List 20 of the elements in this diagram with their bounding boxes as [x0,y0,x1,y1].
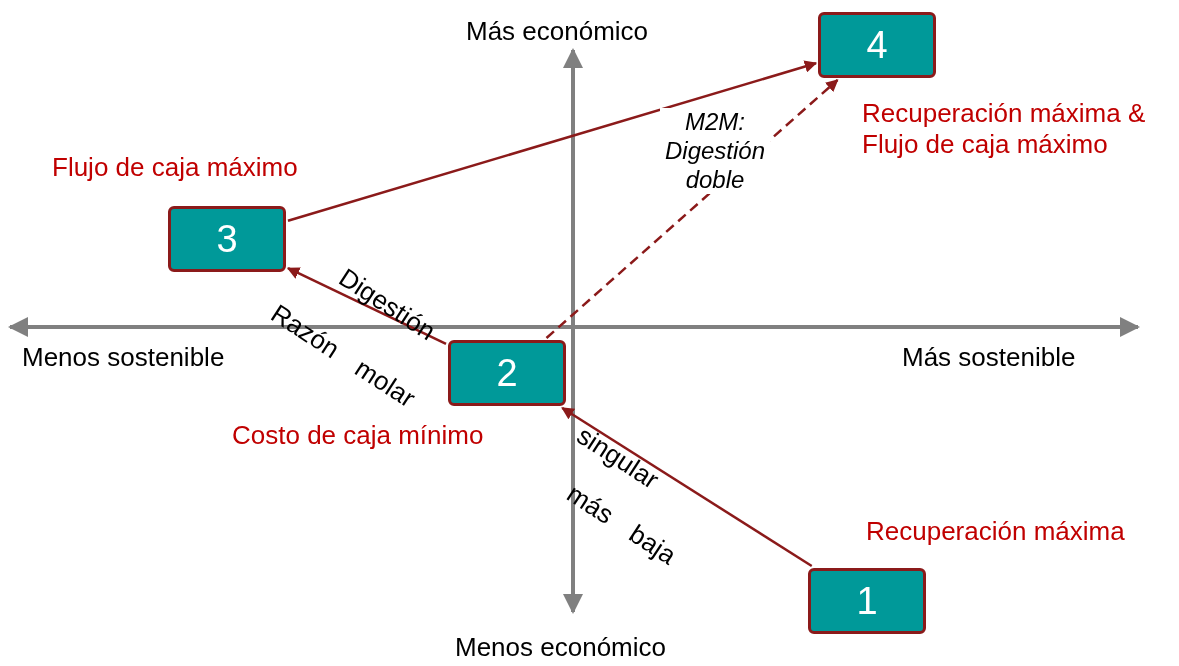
box-number: 4 [866,23,888,67]
arrow [287,60,818,222]
arrow [286,267,447,345]
box-number: 3 [216,217,238,261]
node-caption: Recuperación máxima [866,516,1126,548]
axis-label: Menos económico [455,632,666,663]
axis-label: Menos sostenible [22,342,225,373]
arrow [561,406,813,568]
node-caption: Costo de caja mínimo [232,420,485,452]
axis-label: Más económico [466,16,649,47]
node-caption: Recuperación máxima & Flujo de caja máximo [862,98,1147,161]
numbered-box [168,206,286,272]
node-caption: Flujo de caja máximo [52,152,299,184]
box-number: 2 [496,351,518,395]
numbered-box [448,340,566,406]
edge-label: M2M: Digestión doble [660,108,770,195]
numbered-box [808,568,926,634]
box-number: 1 [856,579,878,623]
axis-label: Más sostenible [902,342,1076,373]
numbered-box [818,12,936,78]
